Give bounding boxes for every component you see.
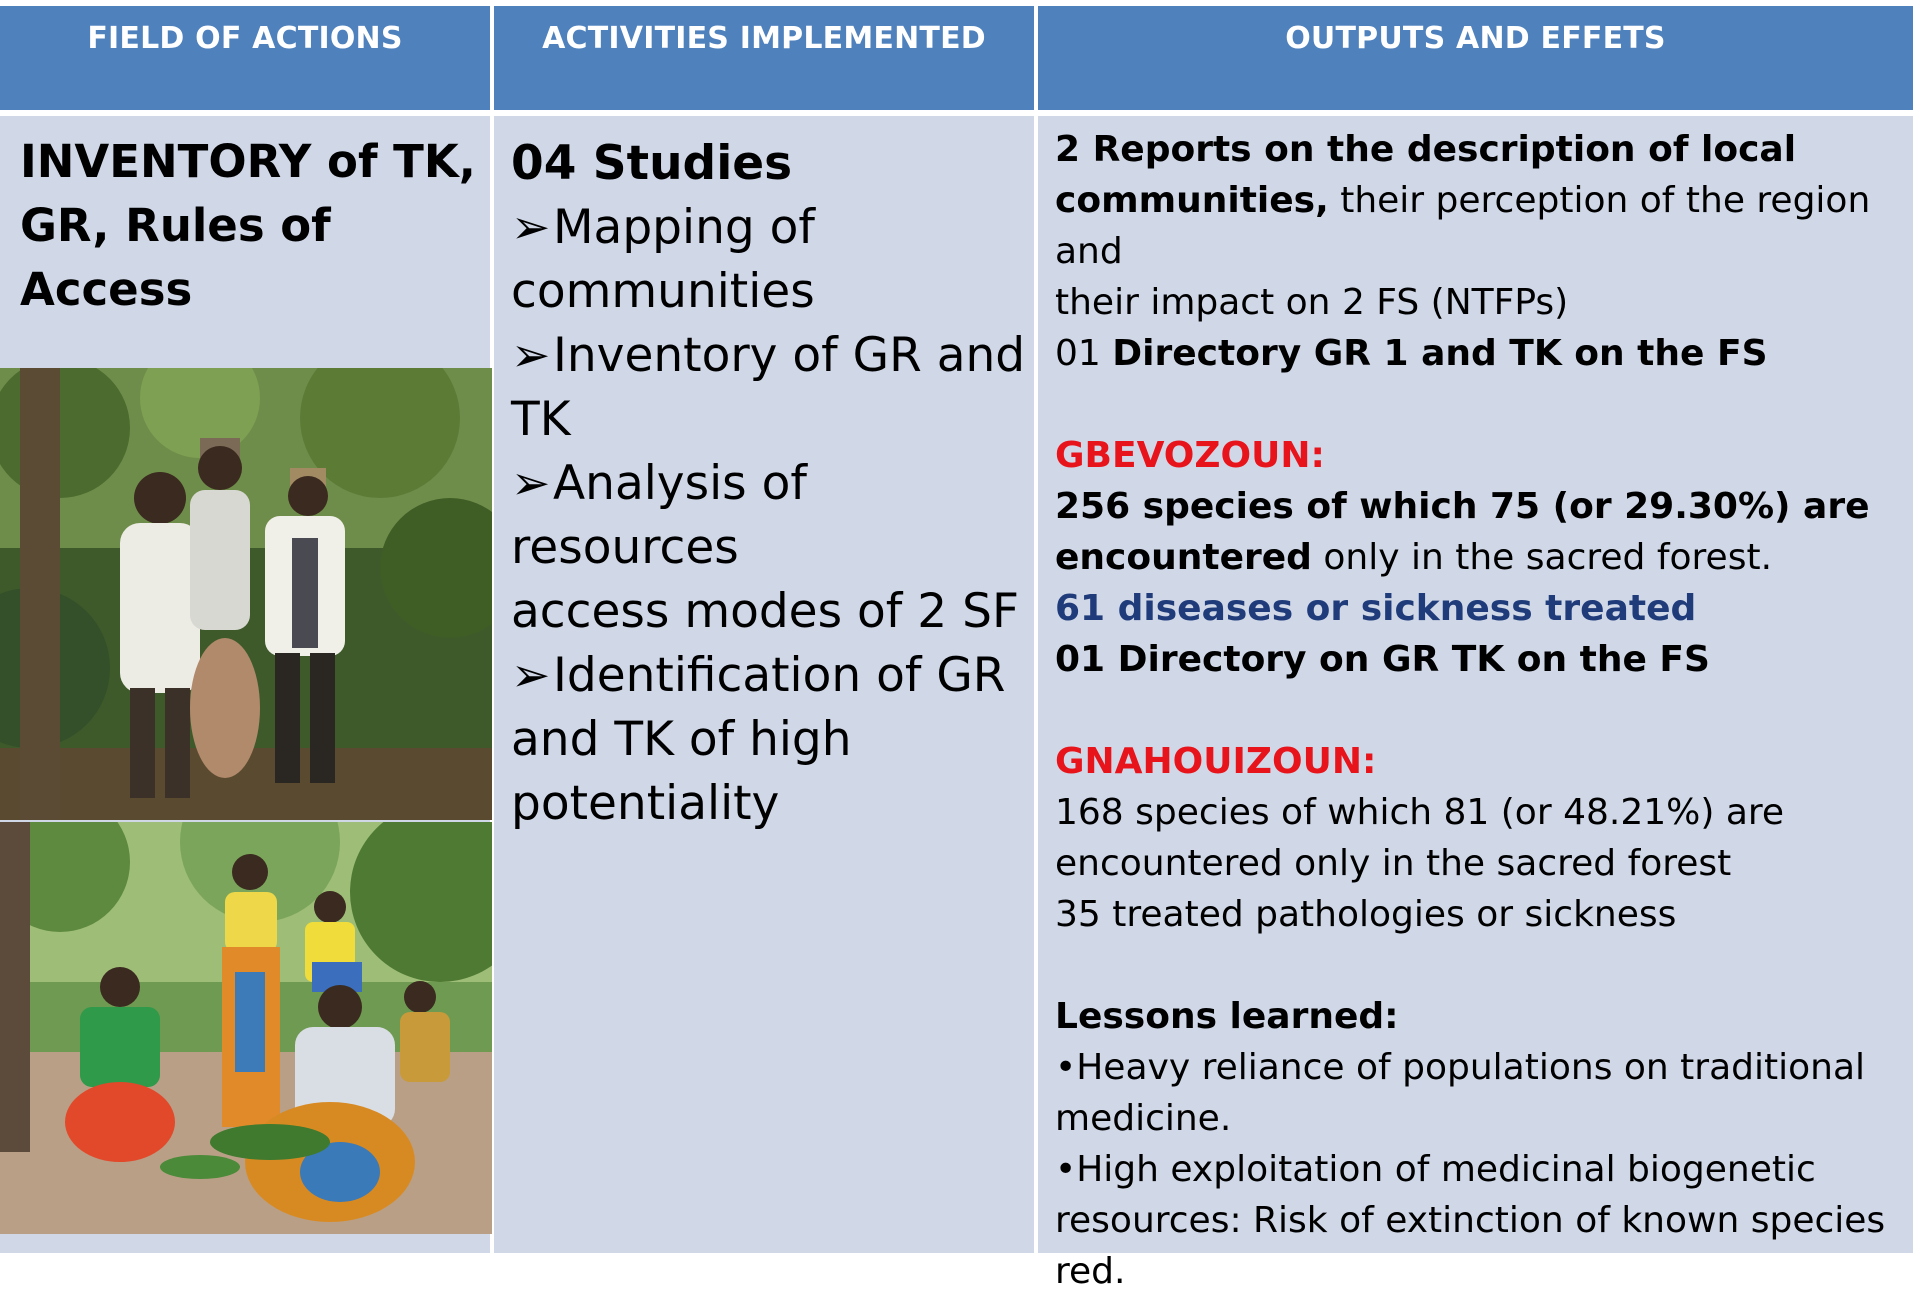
directory-line: 01 Directory GR 1 and TK on the FS: [1055, 333, 1768, 374]
field-title-line1: INVENTORY of TK,: [20, 135, 476, 188]
gbevozoun-label: GBEVOZOUN:: [1055, 435, 1325, 476]
list-item: ➢Identification of GR: [511, 644, 1031, 708]
list-item: ➢Analysis of resources: [511, 452, 1031, 580]
cell-outputs: 2 Reports on the description of local co…: [1038, 116, 1913, 1292]
gbevozoun-encountered: encountered only in the sacred forest.: [1055, 537, 1773, 578]
arrow-bullet-icon: ➢: [511, 200, 551, 255]
field-title: INVENTORY of TK, GR, Rules of Access: [20, 130, 490, 322]
gnahouizoun-label: GNAHOUIZOUN:: [1055, 741, 1377, 782]
gbevozoun-diseases: 61 diseases or sickness treated: [1055, 588, 1697, 629]
lesson-1-line-2: medicine.: [1055, 1098, 1232, 1139]
header-outputs: OUTPUTS AND EFFETS: [1038, 6, 1913, 110]
cell-activities: 04 Studies ➢Mapping of communities ➢Inve…: [494, 116, 1034, 1253]
lesson-1-line-1: •Heavy reliance of populations on tradit…: [1055, 1047, 1866, 1088]
gbevozoun-directory: 01 Directory on GR TK on the FS: [1055, 639, 1710, 680]
gnahouizoun-encountered: encountered only in the sacred forest: [1055, 843, 1732, 884]
photo-women-in-forest: [0, 822, 492, 1234]
field-title-line2: GR, Rules of Access: [20, 199, 331, 316]
list-item: ➢Inventory of GR and: [511, 324, 1031, 388]
photo-men-in-forest: [0, 368, 492, 820]
lesson-2-line-2: resources: Risk of extinction of known s…: [1055, 1200, 1886, 1241]
header-activities: ACTIVITIES IMPLEMENTED: [494, 6, 1034, 110]
activities-list: 04 Studies ➢Mapping of communities ➢Inve…: [511, 132, 1031, 836]
reports-line-3: their impact on 2 FS (NTFPs): [1055, 282, 1569, 323]
arrow-bullet-icon: ➢: [511, 456, 551, 511]
lesson-2-line-1: •High exploitation of medicinal biogenet…: [1055, 1149, 1816, 1190]
lessons-label: Lessons learned:: [1055, 996, 1399, 1037]
lesson-2-line-3: red.: [1055, 1251, 1126, 1292]
arrow-bullet-icon: ➢: [511, 648, 551, 703]
gbevozoun-species: 256 species of which 75 (or 29.30%) are: [1055, 486, 1870, 527]
gnahouizoun-pathologies: 35 treated pathologies or sickness: [1055, 894, 1677, 935]
header-field-of-actions: FIELD OF ACTIONS: [0, 6, 490, 110]
activities-title: 04 Studies: [511, 136, 793, 191]
outputs-text: 2 Reports on the description of local co…: [1055, 124, 1905, 1297]
arrow-bullet-icon: ➢: [511, 328, 551, 383]
list-item: ➢Mapping of: [511, 196, 1031, 260]
gnahouizoun-species: 168 species of which 81 (or 48.21%) are: [1055, 792, 1785, 833]
reports-line-2: communities, their perception of the reg…: [1055, 180, 1871, 272]
reports-line-1: 2 Reports on the description of local: [1055, 129, 1797, 170]
